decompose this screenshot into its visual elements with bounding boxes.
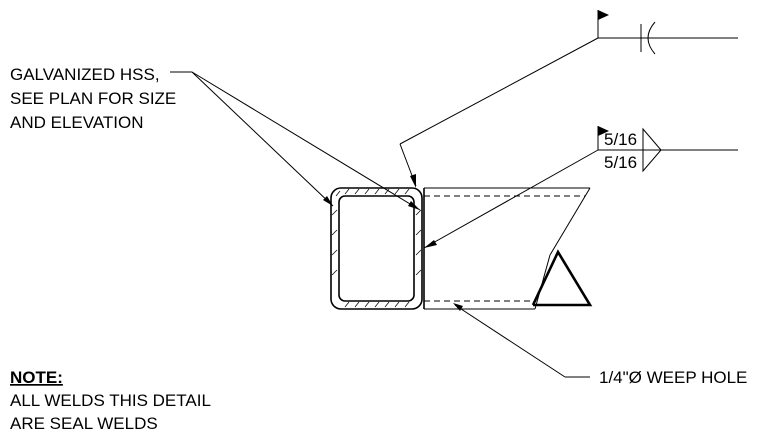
note-line-2: ARE SEAL WELDS: [10, 414, 158, 433]
lower-weld-symbol: 5/16 5/16: [423, 126, 738, 249]
hss-leader: [170, 71, 421, 211]
upper-weld-symbol: [399, 10, 738, 188]
weld-size-lower: 5/16: [604, 153, 637, 172]
note-title: NOTE:: [10, 368, 63, 387]
hss-label-line-3: AND ELEVATION: [10, 113, 144, 132]
fillet-weld-icon: [642, 127, 662, 173]
field-weld-flag-icon: [598, 10, 609, 20]
attached-member: [423, 187, 593, 310]
weld-size-upper: 5/16: [604, 130, 637, 149]
weep-hole-label: 1/4"Ø WEEP HOLE: [599, 368, 747, 387]
hss-label-line-1: GALVANIZED HSS,: [10, 65, 160, 84]
note-line-1: ALL WELDS THIS DETAIL: [10, 391, 211, 410]
weep-hole-leader: [453, 303, 590, 378]
field-weld-flag-icon-lower: [598, 126, 609, 136]
hss-label-line-2: SEE PLAN FOR SIZE: [10, 89, 176, 108]
hss-tube-section: [330, 187, 423, 310]
